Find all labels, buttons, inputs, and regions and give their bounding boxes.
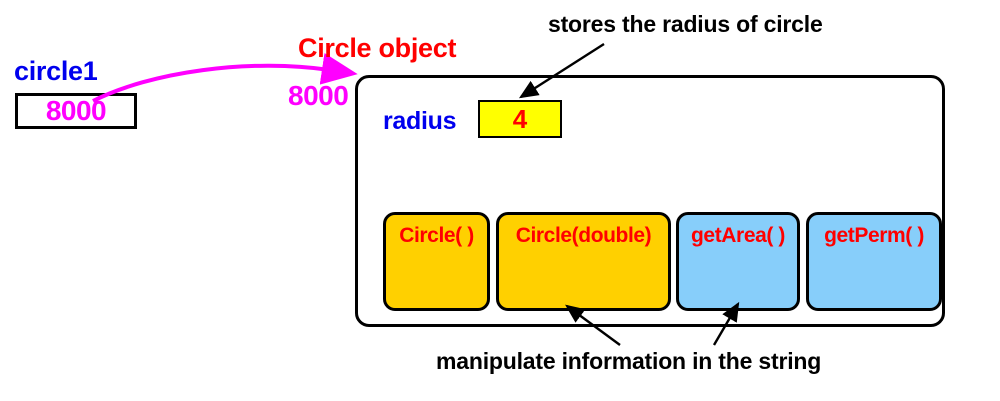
- reference-variable-label: circle1: [14, 56, 98, 86]
- methods-annotation-text: manipulate information in the string: [436, 348, 822, 374]
- field-annotation-text: stores the radius of circle: [548, 11, 823, 37]
- method-box-get-area[interactable]: getArea( ): [676, 212, 800, 311]
- method-box-circle-double[interactable]: Circle(double): [496, 212, 671, 311]
- pointer-address-label: 8000: [288, 80, 349, 111]
- field-value: 4: [512, 103, 528, 134]
- reference-variable-box: [15, 93, 137, 129]
- method-box-get-perm[interactable]: getPerm( ): [806, 212, 942, 311]
- field-value-box: [478, 100, 562, 138]
- object-title-label: Circle object: [298, 33, 457, 63]
- field-label: radius: [383, 107, 457, 135]
- method-box-circle-default[interactable]: Circle( ): [383, 212, 490, 311]
